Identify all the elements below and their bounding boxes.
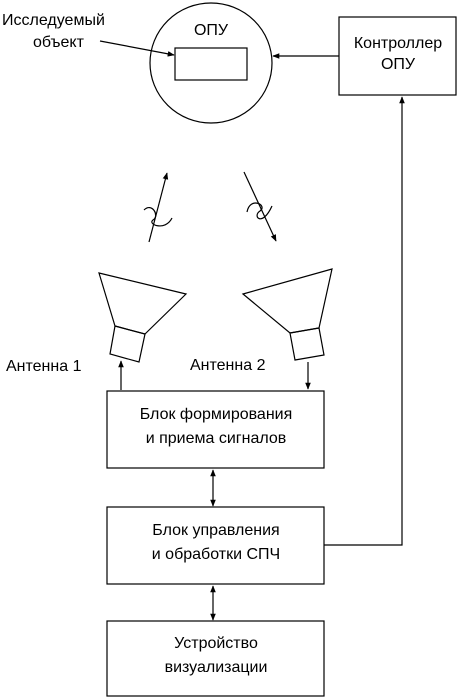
object-under-test bbox=[174, 47, 248, 81]
antenna-2-label: Антенна 2 bbox=[190, 357, 266, 374]
display-block-label-line1: Устройство bbox=[174, 635, 258, 652]
control-block: Блок управления и обработки СПЧ bbox=[106, 506, 325, 585]
opu-circle bbox=[149, 2, 273, 124]
control-block-label-line1: Блок управления bbox=[152, 522, 279, 539]
object-label-group: Исследуемый объект bbox=[2, 12, 175, 57]
control-to-controller-arrow bbox=[324, 96, 405, 546]
object-pointer-arrow bbox=[99, 40, 175, 57]
antenna-2-icon bbox=[241, 268, 333, 361]
signal-block-box bbox=[106, 390, 325, 469]
object-label-line1: Исследуемый bbox=[2, 12, 105, 29]
display-block-box bbox=[106, 620, 325, 697]
signal-block-label-line2: и приема сигналов bbox=[146, 430, 287, 447]
signal-block-label-line1: Блок формирования bbox=[140, 406, 293, 423]
controller-label-line1: Контроллер bbox=[354, 35, 442, 52]
display-block: Устройство визуализации bbox=[106, 620, 325, 697]
wave-up-arrow bbox=[143, 172, 173, 243]
controller-label-line2: ОПУ bbox=[381, 56, 416, 73]
antenna-1-label: Антенна 1 bbox=[6, 358, 82, 375]
controller-opu: Контроллер ОПУ bbox=[338, 16, 457, 96]
signal-block: Блок формирования и приема сигналов bbox=[106, 390, 325, 469]
wave-down-arrow bbox=[243, 171, 277, 242]
display-block-label-line2: визуализации bbox=[165, 659, 268, 676]
opu-turntable: ОПУ bbox=[149, 2, 273, 124]
control-block-label-line2: и обработки СПЧ bbox=[152, 546, 280, 563]
object-label-line2: объект bbox=[33, 34, 85, 51]
opu-label: ОПУ bbox=[194, 22, 229, 39]
antenna-1-icon bbox=[98, 272, 188, 363]
